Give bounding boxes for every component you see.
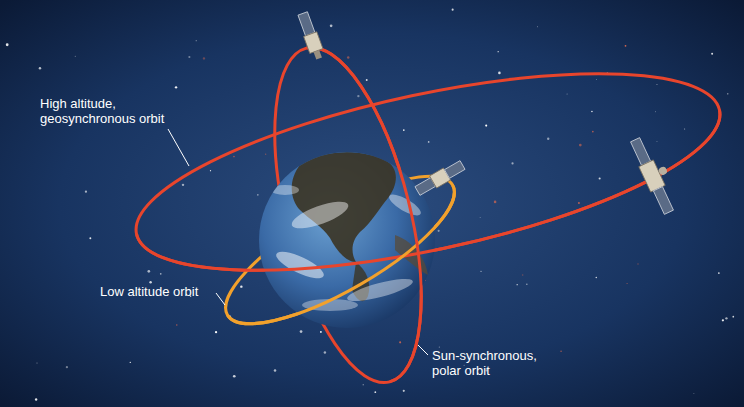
star: [403, 390, 405, 392]
star: [592, 131, 594, 133]
star: [403, 129, 405, 131]
star: [85, 191, 87, 193]
star: [595, 78, 597, 80]
star: [522, 274, 524, 276]
star: [732, 316, 734, 318]
star: [274, 369, 277, 372]
star: [36, 362, 38, 364]
star: [324, 351, 326, 353]
orbit-label: Sun-synchronous, polar orbit: [432, 348, 550, 378]
star: [182, 184, 184, 186]
low-orbit-satellite: [414, 159, 466, 197]
star: [257, 194, 259, 196]
star: [722, 319, 724, 321]
orbit-label: Low altitude orbit: [100, 284, 198, 299]
orbit-label: High altitude, geosynchronous orbit: [40, 96, 180, 126]
star: [511, 162, 513, 164]
star: [498, 72, 501, 75]
earth: [259, 152, 435, 328]
star-field: [6, 9, 734, 401]
geosynchronous-orbit-front: [120, 34, 735, 311]
star: [176, 324, 178, 326]
star: [567, 93, 568, 94]
star: [596, 277, 597, 278]
star: [233, 375, 236, 378]
star: [560, 350, 562, 352]
low-orbit-front: [207, 150, 472, 349]
leader-line: [168, 129, 189, 166]
star: [89, 237, 91, 239]
star: [727, 93, 728, 94]
star: [175, 86, 177, 88]
star: [320, 331, 322, 333]
star: [149, 281, 151, 283]
star: [684, 128, 686, 130]
star: [439, 346, 440, 347]
star: [330, 24, 333, 27]
star: [498, 51, 499, 52]
star: [196, 40, 197, 41]
star: [517, 284, 518, 285]
polar-orbit-front: [246, 33, 450, 397]
star: [625, 45, 627, 47]
star: [374, 391, 376, 393]
star: [428, 141, 430, 143]
star: [547, 138, 549, 140]
polar-orbit: [246, 33, 450, 397]
star: [210, 170, 211, 171]
star: [265, 154, 266, 155]
star: [579, 144, 582, 147]
star: [693, 392, 695, 394]
star: [599, 177, 601, 179]
star: [655, 111, 657, 113]
star: [66, 366, 68, 368]
star: [203, 57, 205, 59]
geosynchronous-satellite: [628, 133, 684, 216]
star: [188, 56, 190, 58]
star: [35, 398, 37, 400]
star: [526, 284, 528, 286]
star: [6, 43, 9, 46]
star: [347, 56, 349, 58]
star: [300, 330, 303, 333]
star: [637, 263, 638, 264]
star: [537, 26, 539, 28]
star: [39, 67, 42, 70]
star: [480, 271, 481, 272]
star: [240, 285, 242, 287]
leader-line: [418, 345, 428, 355]
star: [366, 79, 368, 81]
star: [656, 141, 658, 143]
star: [718, 272, 720, 274]
star: [578, 202, 580, 204]
star: [438, 230, 440, 232]
star: [452, 9, 454, 11]
star: [148, 270, 151, 273]
star: [399, 341, 401, 343]
star: [75, 56, 76, 57]
star: [711, 53, 713, 55]
star: [627, 283, 628, 284]
star: [494, 201, 497, 204]
star: [215, 331, 217, 333]
star: [130, 362, 131, 363]
star: [357, 95, 359, 97]
star: [363, 384, 364, 385]
star: [485, 125, 487, 127]
star: [656, 84, 657, 85]
star: [160, 273, 162, 275]
star: [725, 317, 727, 319]
polar-satellite: [296, 11, 326, 61]
leader-line: [216, 293, 225, 305]
star: [591, 111, 592, 112]
star: [479, 217, 481, 219]
star: [233, 156, 235, 158]
